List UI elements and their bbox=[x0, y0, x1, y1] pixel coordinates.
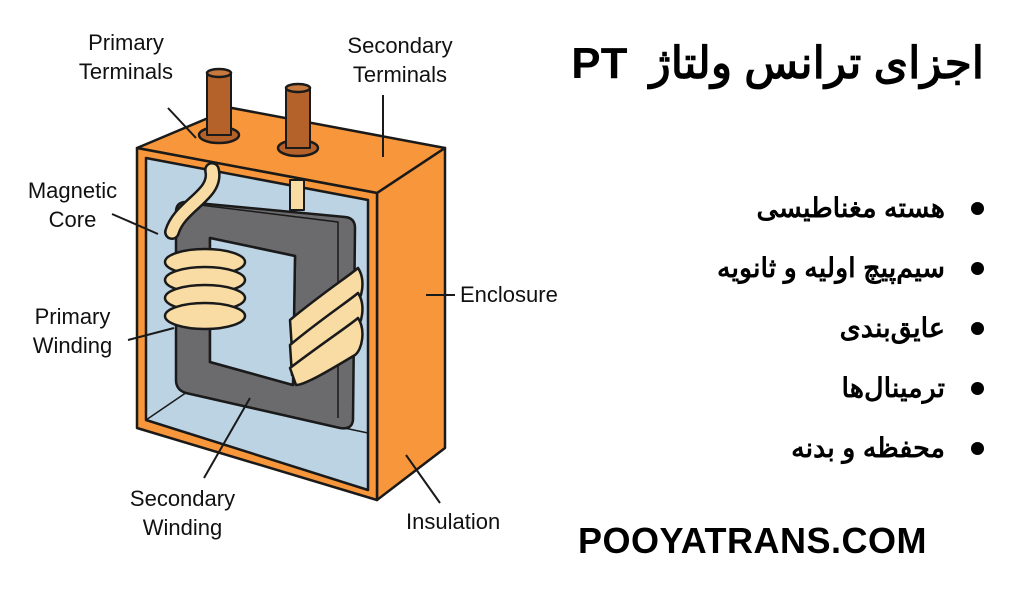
bullet-icon bbox=[971, 441, 984, 455]
label-primary-terminals: Primary Terminals bbox=[66, 28, 186, 86]
bullet-icon bbox=[971, 381, 984, 395]
primary-terminal bbox=[197, 67, 241, 145]
label-primary-winding: Primary Winding bbox=[15, 302, 130, 360]
page-title: اجزای ترانس ولتاژ PT bbox=[571, 38, 984, 89]
list-item: هسته مغناطیسی bbox=[717, 178, 984, 238]
label-line: Winding bbox=[32, 333, 113, 358]
list-item-text: هسته مغناطیسی bbox=[756, 192, 945, 223]
primary-winding bbox=[163, 247, 247, 331]
list-item: عایق‌بندی bbox=[717, 298, 984, 358]
secondary-terminal bbox=[276, 82, 320, 158]
parts-list: هسته مغناطیسی سیم‌پیچ اولیه و ثانویه عای… bbox=[717, 178, 984, 478]
list-item-text: عایق‌بندی bbox=[839, 312, 945, 343]
label-secondary-terminals: Secondary Terminals bbox=[325, 31, 475, 89]
label-secondary-winding: Secondary Winding bbox=[110, 484, 255, 542]
label-line: Primary bbox=[34, 304, 111, 329]
bullet-icon bbox=[971, 201, 984, 215]
label-line: Winding bbox=[142, 515, 223, 540]
bullet-icon bbox=[971, 261, 984, 275]
list-item: ترمینال‌ها bbox=[717, 358, 984, 418]
label-line: Terminals bbox=[78, 59, 174, 84]
title-persian: اجزای ترانس ولتاژ bbox=[649, 39, 985, 88]
list-item: محفظه و بدنه bbox=[717, 418, 984, 478]
label-line: Terminals bbox=[352, 62, 448, 87]
list-item: سیم‌پیچ اولیه و ثانویه bbox=[717, 238, 984, 298]
list-item-text: ترمینال‌ها bbox=[841, 372, 945, 403]
label-enclosure: Enclosure bbox=[460, 282, 558, 307]
website-label: POOYATRANS.COM bbox=[578, 520, 928, 561]
label-insulation: Insulation bbox=[406, 509, 501, 534]
enclosure-right bbox=[375, 146, 447, 502]
label-line: Primary bbox=[88, 30, 164, 55]
bullet-icon bbox=[971, 321, 984, 335]
title-abbr: PT bbox=[571, 39, 628, 88]
label-line: Secondary bbox=[129, 486, 236, 511]
label-line: Secondary bbox=[347, 33, 453, 58]
label-line: Magnetic bbox=[27, 178, 118, 203]
label-magnetic-core: Magnetic Core bbox=[10, 176, 135, 234]
list-item-text: محفظه و بدنه bbox=[791, 432, 945, 463]
list-item-text: سیم‌پیچ اولیه و ثانویه bbox=[717, 252, 945, 283]
pt-transformer-diagram bbox=[111, 67, 455, 504]
secondary-winding bbox=[288, 266, 364, 387]
label-line: Core bbox=[48, 207, 97, 232]
